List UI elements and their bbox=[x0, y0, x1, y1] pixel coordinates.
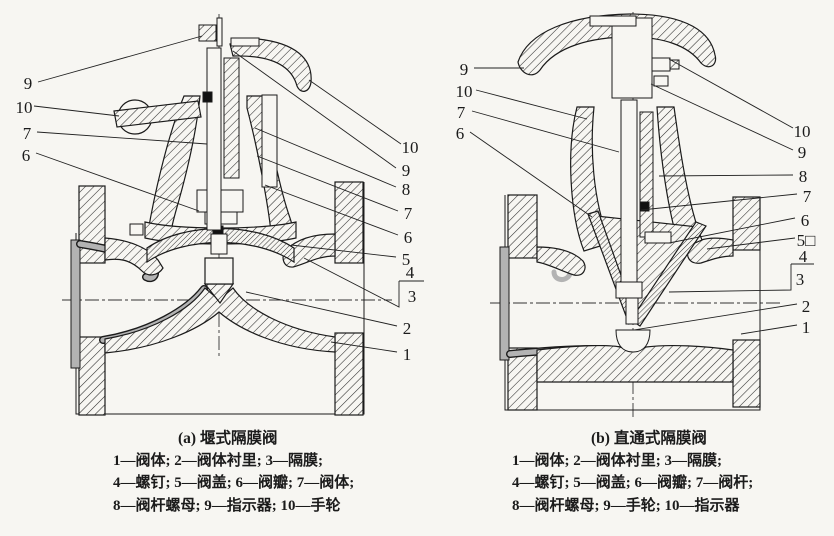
diagram-a-indicator bbox=[198, 17, 223, 47]
callout-b-right-10: 10 bbox=[794, 122, 811, 141]
diagram-b-plug-tip bbox=[615, 329, 651, 353]
callout-b-right-4: 4 bbox=[799, 247, 808, 266]
diagram-a-body-walls bbox=[104, 233, 336, 354]
valve-diagrams: 9 10 7 6 10 9 8 7 6 5 4 3 2 1 bbox=[16, 12, 816, 418]
diagram-a-handwheel bbox=[113, 37, 312, 135]
callout-a-right-3: 3 bbox=[408, 287, 417, 306]
legend-a: 1—阀体; 2—阀体衬里; 3—隔膜; 4—螺钉; 5—阀盖; 6—阀瓣; 7—… bbox=[113, 450, 354, 517]
diagram-b-indicator bbox=[651, 57, 680, 87]
legend-b-line-2: 4—螺钉; 5—阀盖; 6—阀瓣; 7—阀杆; bbox=[512, 475, 754, 492]
callout-a-right-8: 8 bbox=[402, 180, 411, 199]
callout-a-left-7: 7 bbox=[23, 124, 32, 143]
callout-a-right-10: 10 bbox=[402, 138, 419, 157]
callout-b-left-9: 9 bbox=[460, 60, 469, 79]
diagram-a-stem bbox=[202, 47, 278, 231]
diagram-a-callouts: 9 10 7 6 10 9 8 7 6 5 4 3 2 1 bbox=[16, 74, 419, 364]
legend-a-line-3: 8—阀杆螺母; 9—指示器; 10—手轮 bbox=[113, 497, 341, 514]
callout-b-right-2: 2 bbox=[802, 297, 811, 316]
callout-a-right-5: 5 bbox=[402, 250, 411, 269]
callout-b-right-8: 8 bbox=[799, 167, 808, 186]
callout-a-left-10: 10 bbox=[16, 98, 33, 117]
diagram-a-leaders bbox=[33, 35, 424, 353]
callout-b-left-6: 6 bbox=[456, 124, 465, 143]
callout-a-right-2: 2 bbox=[403, 319, 412, 338]
callout-a-right-4: 4 bbox=[406, 263, 415, 282]
diagram-b-leaders bbox=[469, 58, 814, 335]
legend-b-line-1: 1—阀体; 2—阀体衬里; 3—隔膜; bbox=[512, 453, 722, 469]
callout-b-right-6: 6 bbox=[801, 211, 810, 230]
caption-b: (b) 直通式隔膜阀 bbox=[591, 430, 707, 447]
callout-b-left-10: 10 bbox=[456, 82, 473, 101]
caption-a: (a) 堰式隔膜阀 bbox=[178, 430, 278, 447]
callout-a-left-9: 9 bbox=[24, 74, 33, 93]
diagram-a-weir-seat bbox=[204, 257, 234, 285]
callout-a-left-6: 6 bbox=[22, 146, 31, 165]
diagram-b: 9 10 7 6 10 9 8 7 6 5□ 4 3 2 1 bbox=[456, 12, 816, 418]
legend-a-line-2: 4—螺钉; 5—阀盖; 6—阀瓣; 7—阀体; bbox=[113, 475, 355, 492]
callout-b-right-5: 5□ bbox=[797, 231, 816, 250]
diagram-b-handwheel bbox=[517, 13, 717, 99]
callout-a-right-7: 7 bbox=[404, 204, 413, 223]
diagram-b-stem bbox=[615, 99, 672, 325]
callout-b-right-3: 3 bbox=[796, 270, 805, 289]
callout-b-right-9: 9 bbox=[798, 143, 807, 162]
callout-b-right-7: 7 bbox=[803, 187, 812, 206]
callout-a-right-9: 9 bbox=[402, 161, 411, 180]
diagram-b-callouts: 9 10 7 6 10 9 8 7 6 5□ 4 3 2 1 bbox=[456, 60, 816, 337]
diagram-b-bonnet bbox=[570, 106, 703, 252]
callout-b-right-1: 1 bbox=[802, 318, 811, 337]
legend-b: 1—阀体; 2—阀体衬里; 3—隔膜; 4—螺钉; 5—阀盖; 6—阀瓣; 7—… bbox=[512, 450, 753, 517]
callout-a-right-6: 6 bbox=[404, 228, 413, 247]
callout-a-right-1: 1 bbox=[403, 345, 412, 364]
diagram-a-diaphragm bbox=[146, 228, 295, 264]
legend-b-line-3: 8—阀杆螺母; 9—手轮; 10—指示器 bbox=[512, 497, 740, 514]
legend-a-line-1: 1—阀体; 2—阀体衬里; 3—隔膜; bbox=[113, 453, 323, 469]
diagram-b-flanges bbox=[507, 194, 761, 411]
diagram-a: 9 10 7 6 10 9 8 7 6 5 4 3 2 1 bbox=[16, 14, 424, 416]
diagram-b-body-walls bbox=[536, 237, 734, 383]
callout-b-left-7: 7 bbox=[457, 103, 466, 122]
